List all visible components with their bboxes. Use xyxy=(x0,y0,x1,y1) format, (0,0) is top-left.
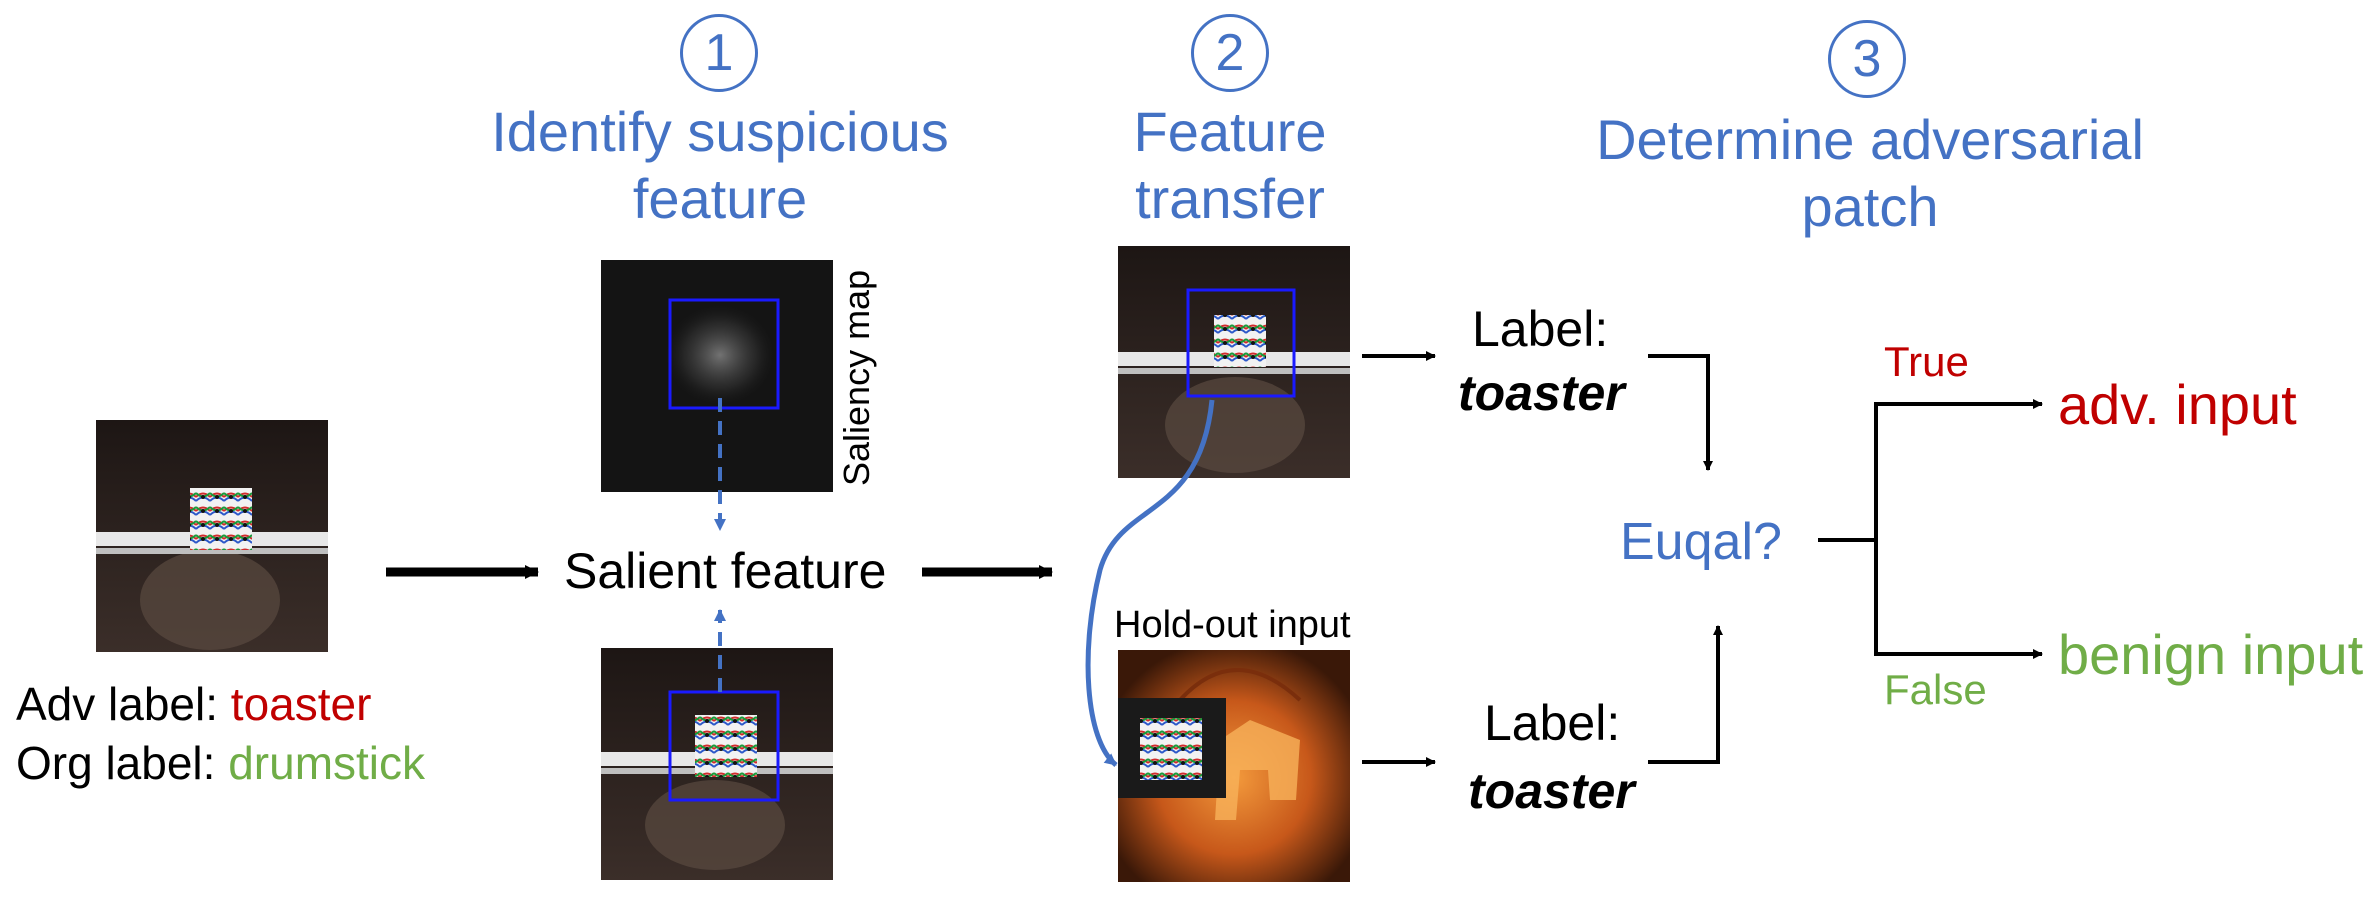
bottom-label-value: toaster xyxy=(1468,763,1635,819)
false-branch-label: False xyxy=(1884,666,1987,713)
true-branch-label: True xyxy=(1884,338,1969,385)
salient-feature-label: Salient feature xyxy=(564,543,887,599)
equal-question: Euqal? xyxy=(1620,513,1782,571)
connector-bottom-to-equal xyxy=(1648,625,1723,764)
adversarial-patch xyxy=(190,488,252,550)
step-3-number: 3 xyxy=(1852,30,1882,88)
adv-label-value: toaster xyxy=(230,678,372,730)
step-1-number-circle: 1 xyxy=(680,14,758,92)
step-2-number: 2 xyxy=(1215,24,1245,82)
step-1-heading: Identify suspicious feature xyxy=(440,98,1000,232)
connector-top-to-equal xyxy=(1648,354,1713,471)
org-label-key: Org label: xyxy=(16,737,229,789)
holdout-input-label: Hold-out input xyxy=(1114,604,1351,646)
step-3-heading: Determine adversarial patch xyxy=(1560,106,2180,240)
holdout-input-image xyxy=(1118,650,1350,882)
benign-result: benign input xyxy=(2058,623,2364,686)
step-2-number-circle: 2 xyxy=(1191,14,1269,92)
adversarial-result: adv. input xyxy=(2058,373,2297,436)
feature-box xyxy=(668,690,780,802)
adv-label-key: Adv label: xyxy=(16,678,231,730)
saliency-box xyxy=(668,298,780,410)
step-3-number-circle: 3 xyxy=(1828,20,1906,98)
org-label-line: Org label: drumstick xyxy=(16,736,425,790)
transfer-source-image xyxy=(1118,246,1350,478)
step-1-title-line-2: feature xyxy=(632,167,808,230)
step-2-heading: Feature transfer xyxy=(1080,98,1380,232)
saliency-map-image xyxy=(601,260,833,492)
bottom-label-key: Label: xyxy=(1484,695,1621,751)
step-2-title-line-1: Feature xyxy=(1133,100,1327,163)
step-3-title-line-2: patch xyxy=(1801,175,1939,238)
step-3-title-line-1: Determine adversarial xyxy=(1596,108,2144,171)
transfer-curve-arrow xyxy=(1085,399,1215,767)
adversarial-input-image xyxy=(96,420,328,652)
saliency-map-label: Saliency map xyxy=(836,269,877,486)
cropped-input-image xyxy=(601,648,833,880)
top-label-key: Label: xyxy=(1472,301,1609,357)
step-1-title-line-1: Identify suspicious xyxy=(491,100,949,163)
org-label-value: drumstick xyxy=(228,737,426,789)
step-2-title-line-2: transfer xyxy=(1135,167,1325,230)
adv-label-line: Adv label: toaster xyxy=(16,677,371,731)
step-1-number: 1 xyxy=(704,24,734,82)
top-label-value: toaster xyxy=(1458,365,1625,421)
